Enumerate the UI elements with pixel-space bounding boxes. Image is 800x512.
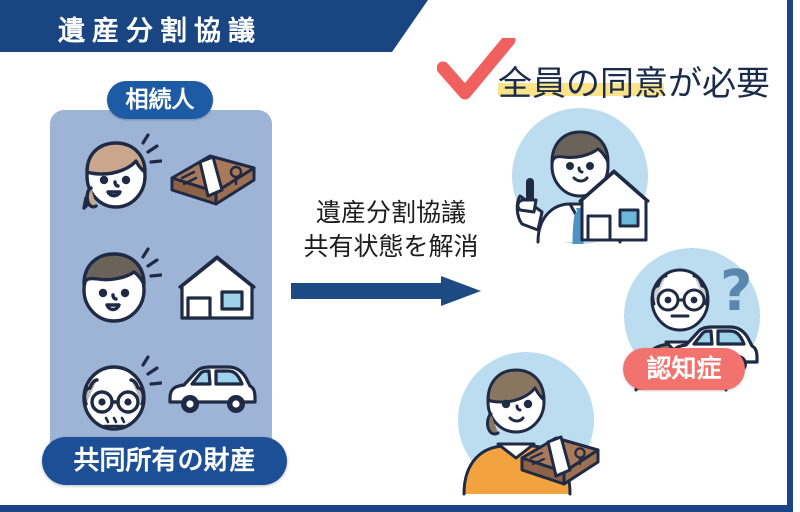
badge-heirs: 相続人 bbox=[107, 81, 213, 119]
badge-joint-property: 共同所有の財産 bbox=[42, 437, 287, 485]
right-arrow-icon bbox=[291, 276, 481, 306]
cash-bundle-icon bbox=[170, 154, 256, 206]
woman-ponytail-avatar bbox=[82, 133, 162, 210]
header-banner bbox=[0, 0, 428, 52]
frame-right-border bbox=[787, 0, 793, 512]
middle-caption: 遺産分割協議 共有状態を解消 bbox=[291, 196, 491, 264]
middle-caption-line1: 遺産分割協議 bbox=[315, 198, 466, 227]
badge-dementia: 認知症 bbox=[623, 348, 745, 390]
house-icon bbox=[178, 255, 256, 320]
checkmark-icon bbox=[437, 38, 516, 100]
question-mark-glyph: ? bbox=[720, 259, 752, 324]
headline-highlight bbox=[498, 83, 664, 96]
middle-caption-line2: 共有状態を解消 bbox=[303, 232, 479, 261]
elderly-man-glasses-avatar bbox=[82, 355, 162, 431]
man-dark-hair-avatar bbox=[82, 247, 162, 323]
headline-text: 全員の同意が必要 bbox=[498, 64, 770, 104]
scene-man-pointing-with-house bbox=[512, 108, 650, 244]
page-title: 遺産分割協議 bbox=[58, 16, 262, 47]
scene-woman-with-cash bbox=[458, 352, 600, 496]
frame-bottom-border bbox=[0, 505, 793, 512]
headline-group: 全員の同意が必要 bbox=[498, 56, 788, 104]
car-icon bbox=[168, 365, 257, 413]
